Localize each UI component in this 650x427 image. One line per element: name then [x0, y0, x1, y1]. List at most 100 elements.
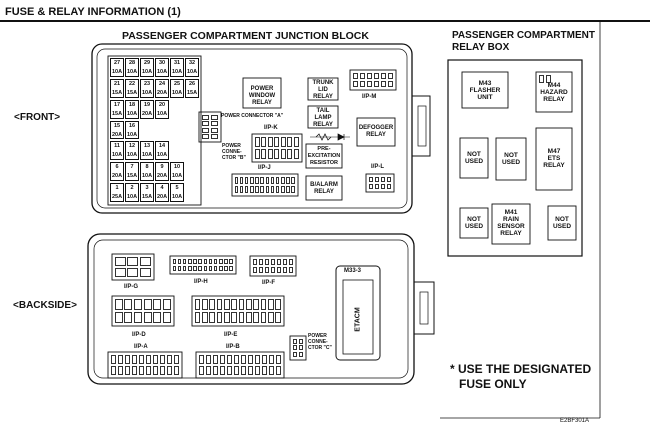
power-connector-b-line3: CTOR "B": [222, 155, 246, 161]
m43-code: M43: [478, 80, 492, 87]
connector-pin: [159, 354, 165, 364]
trunk-lid-relay-box: [307, 77, 339, 101]
connector-pin: [275, 311, 281, 323]
connector-pin: [291, 185, 295, 193]
connector-pin: [244, 176, 249, 184]
connector-pin: [366, 80, 372, 87]
connector-pin: [239, 185, 244, 193]
power-window-relay-box: [242, 77, 282, 109]
connector-pin: [274, 136, 280, 147]
fuse-rating: 20A: [156, 89, 168, 96]
backside-label-text: BACKSIDE: [18, 300, 72, 311]
connector-pin: [145, 365, 151, 375]
m43-line2: FLASHER: [469, 87, 501, 94]
connector-pin: [223, 298, 230, 310]
connector-pin: [287, 136, 293, 147]
connector-pin: [265, 176, 270, 184]
ip-m-label: I/P-M: [362, 94, 377, 100]
connector-pin: [153, 298, 162, 310]
connector-pin: [201, 114, 209, 120]
connector-pin: [233, 354, 239, 364]
connector-pin: [124, 311, 133, 323]
connector-pin: [292, 345, 297, 351]
ip-e-label: I/P-E: [224, 332, 238, 338]
fuse-number: 32: [188, 60, 196, 66]
fuse-number: 1: [115, 185, 119, 192]
connector-pin: [138, 365, 144, 375]
connector-pin: [216, 298, 223, 310]
connector-pin: [274, 148, 280, 159]
pre-excitation-line1: PRE-: [317, 146, 331, 152]
connector-pin: [261, 365, 267, 375]
fuse-rating: 10A: [171, 173, 183, 180]
front-mount-ear: [411, 95, 431, 157]
connector-pin: [153, 311, 162, 323]
connector-pin: [298, 338, 303, 344]
connector-pin: [182, 265, 187, 271]
fuse-number: 15: [113, 122, 121, 129]
fuse-number: 5: [175, 185, 179, 192]
pre-excitation-line2: EXCITATION: [307, 153, 341, 159]
connector-pin: [267, 136, 273, 147]
fuse-number: 9: [160, 164, 164, 171]
figure-code: E2BF301A: [560, 418, 590, 424]
m41-line3: SENSOR: [497, 223, 525, 230]
defogger-relay-box: [356, 117, 396, 147]
fuse-rating: 10A: [171, 194, 183, 201]
connector-pin: [280, 148, 286, 159]
connector-pin: [374, 176, 379, 182]
connector-pin: [234, 176, 239, 184]
fuse-rating: 10A: [156, 110, 168, 117]
fuse-number: 7: [130, 164, 134, 171]
backside-mount-ear: [413, 281, 435, 335]
connector-pin: [538, 74, 544, 83]
connector-pin: [260, 185, 264, 193]
relay-box-title-line1: PASSENGER COMPARTMENT: [452, 30, 595, 41]
fuse-number: 10: [173, 164, 181, 171]
connector-pin: [253, 298, 259, 310]
b-alarm-relay-label: B/ALARM RELAY: [306, 182, 342, 196]
connector-pin: [368, 183, 373, 189]
connector-pin: [188, 265, 192, 271]
connector-pin: [177, 265, 182, 271]
fuse-number: 11: [114, 143, 120, 150]
fuse-rating: 10A: [126, 69, 138, 75]
defogger-line2: RELAY: [366, 132, 386, 138]
connector-pin: [254, 136, 260, 147]
front-right-bracket: >: [54, 112, 61, 123]
connector-pin: [226, 354, 232, 364]
fuse-number: 19: [143, 101, 151, 108]
connector-pin: [198, 365, 204, 375]
connector-pin: [240, 354, 246, 364]
connector-pin: [261, 148, 267, 159]
connector-pin: [288, 266, 293, 273]
connector-pin: [229, 258, 233, 264]
ip-f-label: I/P-F: [262, 280, 275, 286]
power-window-relay-line3: RELAY: [252, 100, 272, 106]
connector-pin: [366, 72, 372, 79]
connector-pin: [245, 311, 252, 323]
defogger-relay-label: DEFOGGER RELAY: [357, 125, 395, 139]
relay-box-title-line2: RELAY BOX: [452, 42, 510, 53]
not-used-1-line1: NOT: [467, 151, 481, 158]
not-used-2-line1: NOT: [504, 152, 518, 159]
connector-pin: [281, 185, 285, 193]
connector-pin: [238, 311, 245, 323]
ip-a-connector: [107, 351, 183, 379]
connector-pin: [117, 354, 123, 364]
power-connector-c-line1: POWER: [308, 333, 327, 339]
connector-pin: [201, 127, 209, 133]
connector-pin: [172, 258, 177, 264]
fuse-rating: 10A: [141, 173, 153, 180]
connector-pin: [387, 72, 393, 79]
connector-pin: [224, 265, 228, 271]
